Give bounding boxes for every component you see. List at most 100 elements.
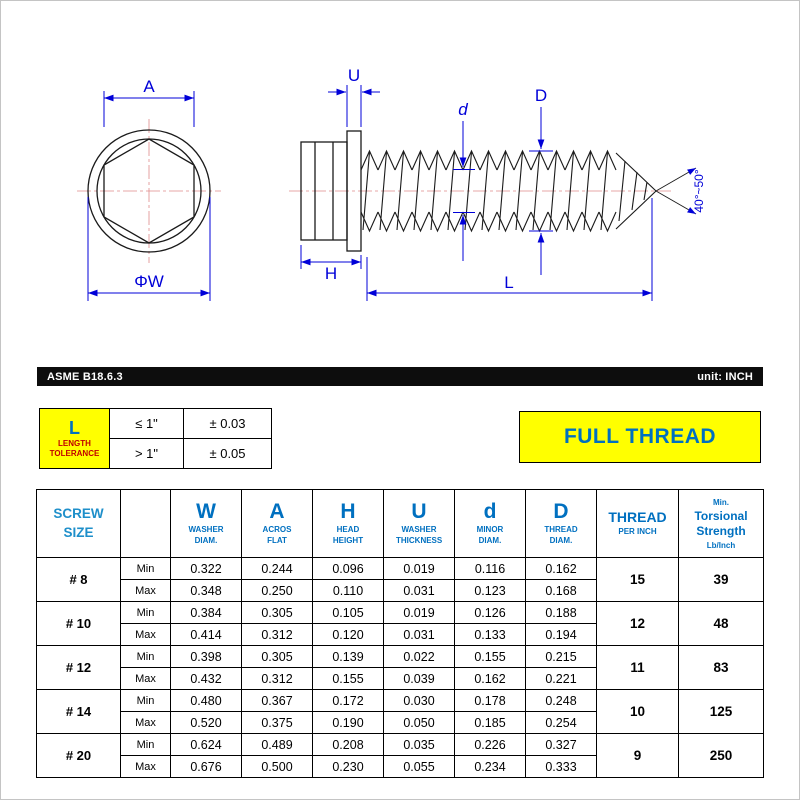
d-sublabel: MINOR DIAM. — [476, 525, 504, 545]
tolerance-value: ± 0.05 — [183, 438, 272, 469]
tpi-cell: 12 — [596, 601, 679, 646]
value-cell: 0.348 — [170, 579, 242, 602]
size-cell: # 12 — [36, 645, 121, 690]
value-cell: 0.414 — [170, 623, 242, 646]
thread-sublabel: PER INCH — [618, 527, 657, 536]
value-cell: 0.031 — [383, 623, 455, 646]
minmax-label: Max — [120, 711, 171, 734]
value-cell: 0.375 — [241, 711, 313, 734]
value-cell: 0.234 — [454, 755, 526, 778]
minmax-label: Max — [120, 755, 171, 778]
value-cell: 0.254 — [525, 711, 597, 734]
centerlines — [77, 119, 671, 263]
value-cell: 0.019 — [383, 557, 455, 580]
value-cell: 0.305 — [241, 645, 313, 668]
minmax-label: Max — [120, 667, 171, 690]
torsion-cell: 83 — [678, 645, 764, 690]
value-cell: 0.208 — [312, 733, 384, 756]
tolerance-condition: > 1" — [109, 438, 184, 469]
value-cell: 0.126 — [454, 601, 526, 624]
torsion-cell: 39 — [678, 557, 764, 602]
minmax-label: Min — [120, 733, 171, 756]
size-cell: # 20 — [36, 733, 121, 778]
value-cell: 0.221 — [525, 667, 597, 690]
full-thread-banner: FULL THREAD — [519, 411, 761, 463]
tpi-cell: 15 — [596, 557, 679, 602]
big-d-sublabel: THREAD DIAM. — [544, 525, 578, 545]
value-cell: 0.624 — [170, 733, 242, 756]
minmax-label: Min — [120, 645, 171, 668]
col-header-screw-size: SCREW SIZE — [36, 489, 121, 558]
value-cell: 0.162 — [525, 557, 597, 580]
spec-row: Max 0.414 0.312 0.120 0.031 0.133 0.194 — [37, 623, 764, 646]
value-cell: 0.105 — [312, 601, 384, 624]
w-sublabel: WASHER DIAM. — [188, 525, 224, 545]
value-cell: 0.190 — [312, 711, 384, 734]
value-cell: 0.120 — [312, 623, 384, 646]
a-sublabel: ACROS FLAT — [262, 525, 292, 545]
value-cell: 0.039 — [383, 667, 455, 690]
value-cell: 0.312 — [241, 667, 313, 690]
dimension-lines — [87, 85, 653, 301]
front-view — [87, 129, 211, 253]
spec-row: Max 0.676 0.500 0.230 0.055 0.234 0.333 — [37, 755, 764, 778]
value-cell: 0.432 — [170, 667, 242, 690]
dim-label-h: H — [325, 264, 337, 283]
value-cell: 0.322 — [170, 557, 242, 580]
dimension-labels: A ΦW U d D H L 40°~50° — [134, 66, 706, 292]
minmax-label: Min — [120, 557, 171, 580]
col-header-d: d MINOR DIAM. — [454, 489, 526, 558]
value-cell: 0.230 — [312, 755, 384, 778]
a-symbol: A — [269, 500, 285, 524]
washer-circle — [87, 129, 211, 253]
spec-row: # 12 Min 0.398 0.305 0.139 0.022 0.155 0… — [36, 645, 764, 690]
value-cell: 0.031 — [383, 579, 455, 602]
tpi-cell: 11 — [596, 645, 679, 690]
col-header-a: A ACROS FLAT — [241, 489, 313, 558]
big-d-symbol: D — [553, 500, 569, 524]
tolerance-title: LENGTH TOLERANCE — [49, 438, 100, 458]
torsion-cell: 48 — [678, 601, 764, 646]
col-header-w: W WASHER DIAM. — [170, 489, 242, 558]
h-sublabel: HEAD HEIGHT — [332, 525, 364, 545]
value-cell: 0.050 — [383, 711, 455, 734]
minmax-label: Min — [120, 689, 171, 712]
value-cell: 0.133 — [454, 623, 526, 646]
col-header-h: H HEAD HEIGHT — [312, 489, 384, 558]
value-cell: 0.333 — [525, 755, 597, 778]
dim-label-a: A — [143, 77, 155, 96]
side-view-head — [300, 130, 362, 252]
value-cell: 0.116 — [454, 557, 526, 580]
value-cell: 0.110 — [312, 579, 384, 602]
u-sublabel: WASHER THICKNESS — [396, 525, 443, 545]
value-cell: 0.188 — [525, 601, 597, 624]
spec-table: SCREW SIZE W WASHER DIAM. A ACROS FLAT H… — [36, 489, 764, 778]
unit-label: unit: INCH — [697, 370, 753, 383]
dim-label-big-d: D — [535, 86, 547, 105]
value-cell: 0.500 — [241, 755, 313, 778]
value-cell: 0.312 — [241, 623, 313, 646]
value-cell: 0.155 — [312, 667, 384, 690]
col-header-u: U WASHER THICKNESS — [383, 489, 455, 558]
torsion-line1: Min. — [713, 498, 729, 508]
value-cell: 0.480 — [170, 689, 242, 712]
tolerance-symbol: L — [69, 417, 80, 438]
screw-size-header-label: SCREW SIZE — [53, 505, 104, 540]
spec-row: Max 0.348 0.250 0.110 0.031 0.123 0.168 — [37, 579, 764, 602]
spec-header-row: SCREW SIZE W WASHER DIAM. A ACROS FLAT H… — [36, 489, 764, 558]
value-cell: 0.168 — [525, 579, 597, 602]
minmax-label: Max — [120, 623, 171, 646]
value-cell: 0.178 — [454, 689, 526, 712]
dim-label-u: U — [348, 66, 360, 85]
minmax-label: Min — [120, 601, 171, 624]
value-cell: 0.250 — [241, 579, 313, 602]
value-cell: 0.676 — [170, 755, 242, 778]
value-cell: 0.398 — [170, 645, 242, 668]
value-cell: 0.248 — [525, 689, 597, 712]
value-cell: 0.305 — [241, 601, 313, 624]
spec-row: # 14 Min 0.480 0.367 0.172 0.030 0.178 0… — [36, 689, 764, 734]
value-cell: 0.055 — [383, 755, 455, 778]
torsion-line3: Strength — [696, 523, 746, 538]
value-cell: 0.367 — [241, 689, 313, 712]
